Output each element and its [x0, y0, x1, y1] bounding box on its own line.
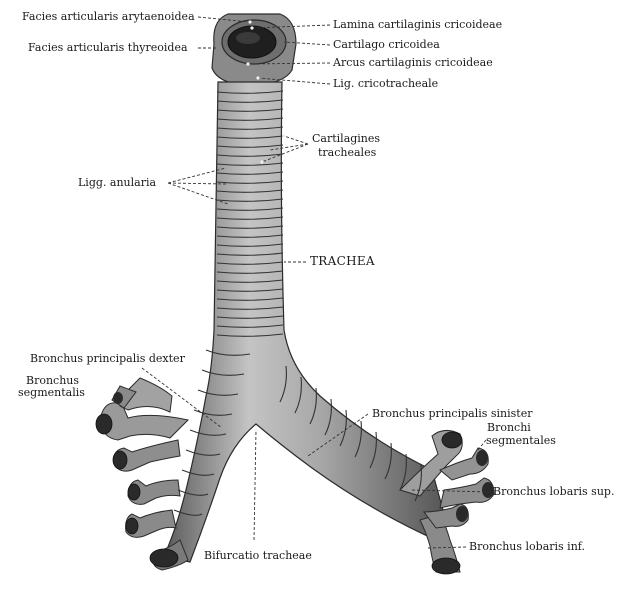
bronchus-ring	[324, 398, 332, 436]
trachea-ring	[216, 333, 284, 337]
label-bronchi-segmentales-line2: segmentales	[486, 434, 556, 447]
trachea-ring	[216, 270, 284, 274]
bronchus-ring	[354, 420, 362, 458]
label-bronchi-segmentales-line1: Bronchi	[487, 421, 531, 434]
bronchus-ring	[369, 431, 377, 469]
bronchus-ring	[309, 387, 317, 425]
label-arcus-cricoideae: Arcus cartilaginis cricoideae	[333, 56, 493, 69]
trachea-ring	[216, 171, 284, 175]
label-cartilago-cricoidea: Cartilago cricoidea	[333, 38, 440, 51]
trachea-ring	[216, 99, 284, 103]
bronchus-ring	[294, 376, 302, 414]
trachea-ring	[216, 117, 284, 121]
trachea-ring	[216, 243, 284, 247]
bronchus-ring	[201, 369, 245, 376]
bronchus-ring	[177, 489, 209, 496]
trachea-ring	[216, 252, 284, 256]
label-bronchus-sinister: Bronchus principalis sinister	[372, 407, 533, 420]
trachea-ring	[216, 153, 284, 157]
trachea-ring	[216, 225, 284, 229]
trachea-ring	[216, 144, 284, 148]
bronchus-ring	[193, 409, 233, 416]
bronchus-ring	[173, 509, 203, 516]
label-trachea: TRACHEA	[310, 254, 375, 268]
leader-markers	[246, 20, 286, 432]
bronchus-ring	[279, 365, 287, 403]
label-lig-cricotracheale: Lig. cricotracheale	[333, 77, 439, 90]
trachea-ring	[216, 297, 284, 301]
bronchus-ring	[399, 453, 407, 491]
label-bronchus-segmentalis-line2: segmentalis	[18, 386, 85, 399]
trachea-ring	[216, 306, 284, 310]
label-bronchus-dexter: Bronchus principalis dexter	[30, 352, 185, 365]
label-lamina-cricoideae: Lamina cartilaginis cricoideae	[333, 18, 503, 31]
trachea-ring	[216, 180, 284, 184]
cricoid-cartilage	[211, 13, 297, 87]
trachea-ring	[216, 288, 284, 292]
trachea-ring	[216, 279, 284, 283]
cartilage-rings	[173, 90, 422, 516]
trachea-ring	[216, 315, 284, 319]
label-cartilagines-line1: Cartilagines	[312, 132, 381, 145]
trachea-ring	[216, 234, 284, 238]
trachea-ring	[216, 135, 284, 139]
label-facies-arytaenoidea: Facies articularis arytaenoidea	[22, 10, 195, 23]
label-cartilagines-line2: tracheales	[318, 146, 377, 159]
label-bronchus-segmentalis-line1: Bronchus	[26, 374, 80, 387]
trachea-ring	[216, 261, 284, 265]
trachea-ring	[216, 207, 284, 211]
label-facies-thyreoidea: Facies articularis thyreoidea	[28, 41, 188, 54]
trachea-ring	[216, 216, 284, 220]
bronchus-ring	[189, 429, 227, 436]
trachea-ring	[216, 126, 284, 130]
trachea-ring	[216, 108, 284, 112]
bronchus-ring	[205, 349, 251, 356]
label-bifurcatio: Bifurcatio tracheae	[204, 549, 312, 562]
label-bronchus-lobaris-sup: Bronchus lobaris sup.	[493, 485, 615, 498]
trachea-ring	[216, 198, 284, 202]
bronchus-ring	[414, 464, 422, 502]
bronchus-ring	[185, 449, 221, 456]
trachea-ring	[216, 162, 284, 166]
trachea-ring	[216, 324, 284, 328]
trachea-ring	[216, 90, 284, 94]
bronchus-ring	[181, 469, 215, 476]
trachea-body	[95, 81, 495, 575]
leader-lines	[141, 16, 491, 549]
bronchus-ring	[384, 442, 392, 480]
trachea-ring	[216, 189, 284, 193]
label-ligg-anularia: Ligg. anularia	[78, 176, 157, 189]
bronchus-ring	[339, 409, 347, 447]
bronchus-ring	[197, 389, 239, 396]
label-bronchus-lobaris-inf: Bronchus lobaris inf.	[469, 540, 585, 553]
